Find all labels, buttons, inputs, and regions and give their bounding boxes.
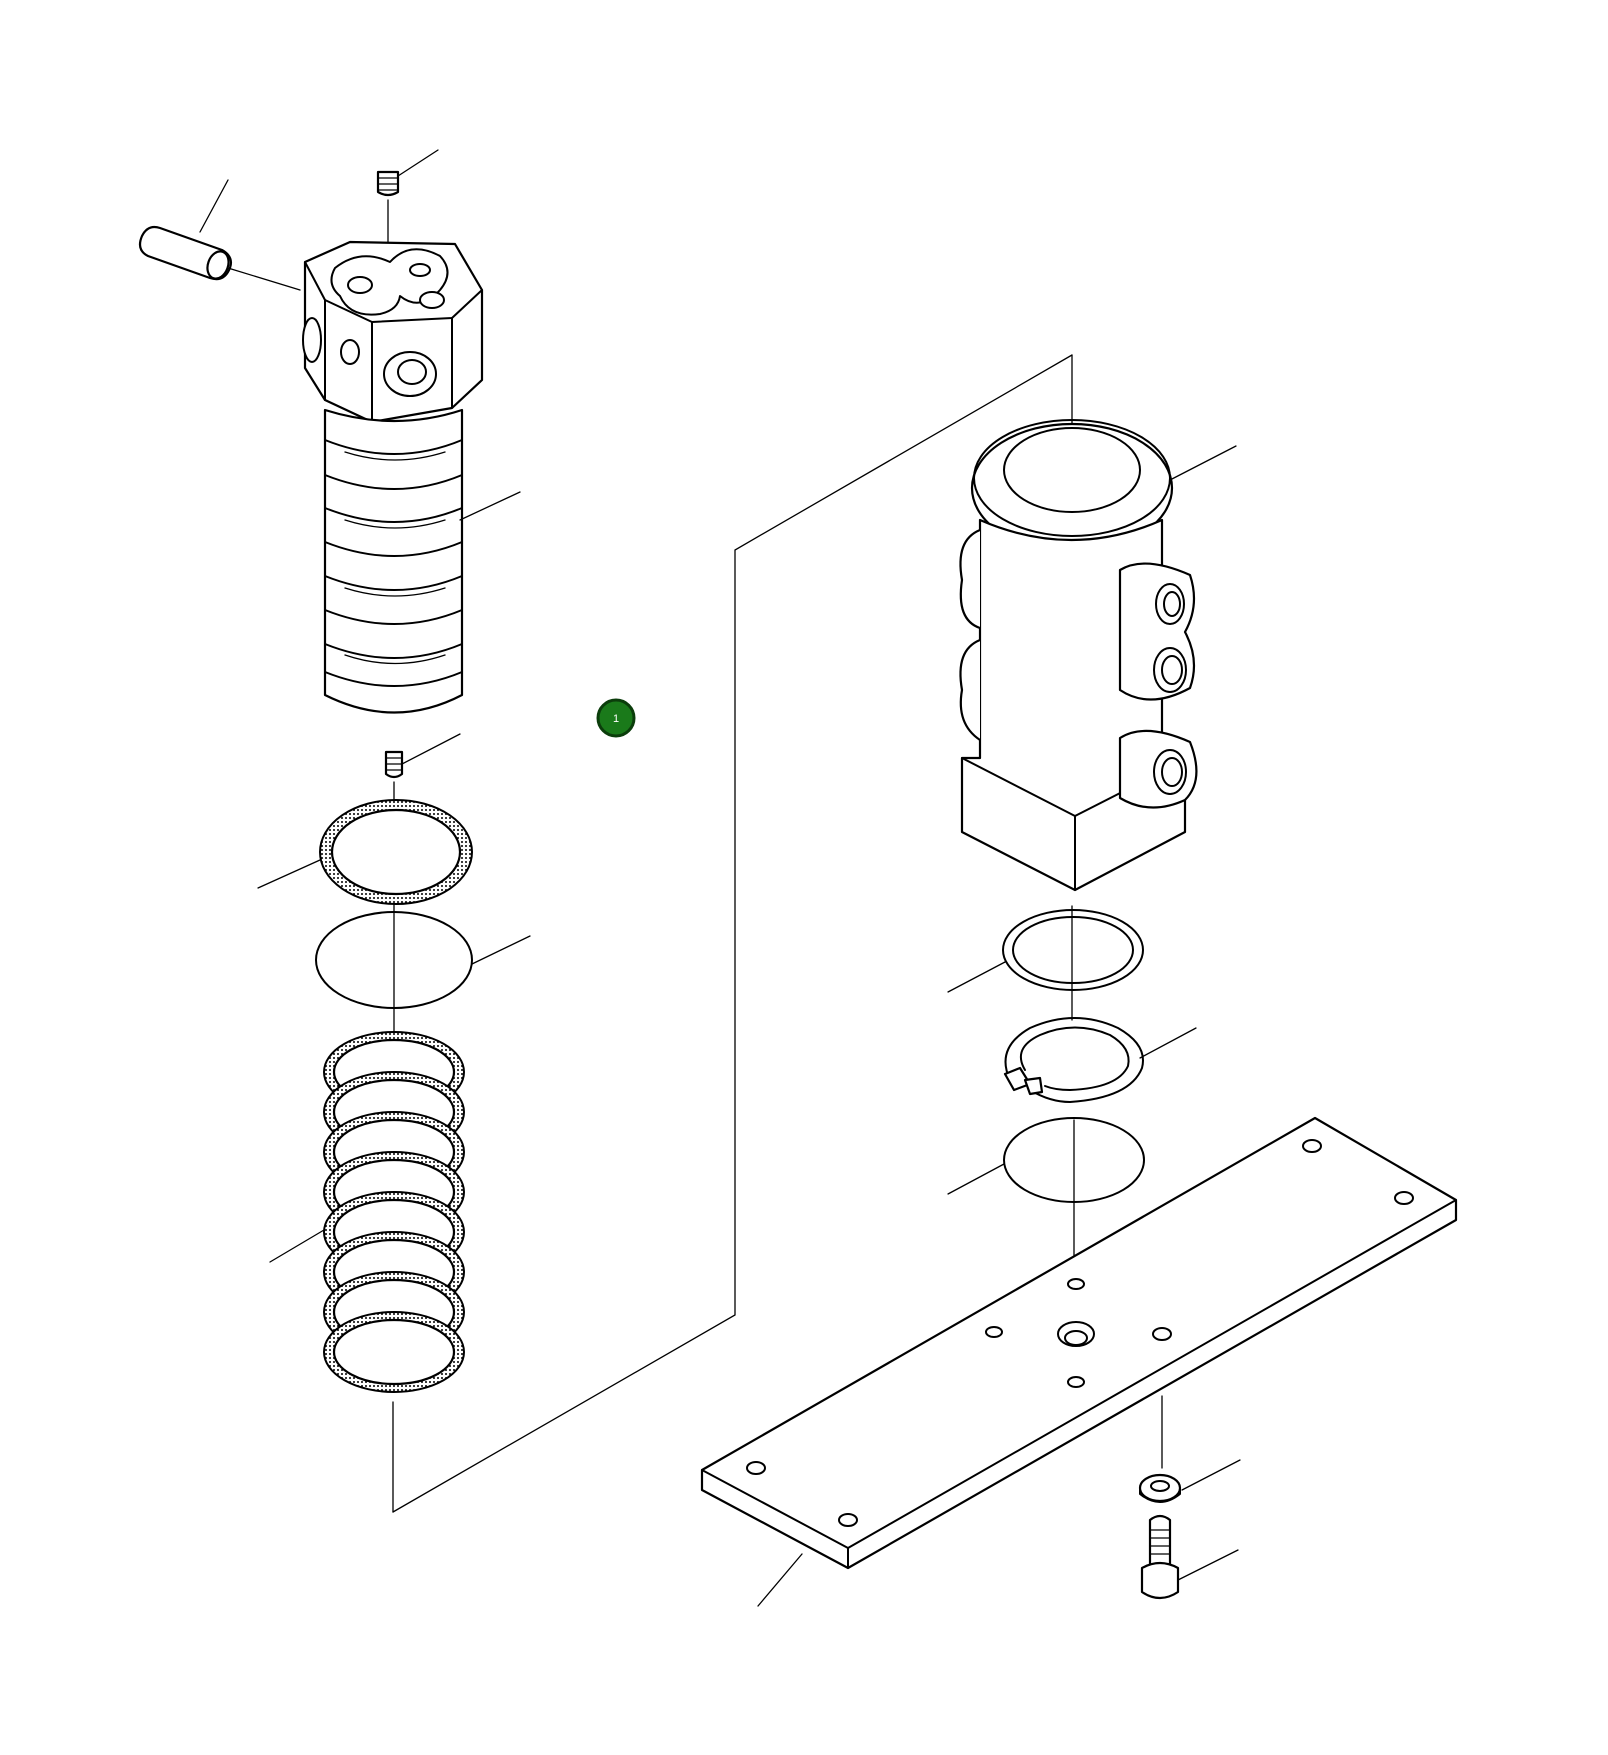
coil-spring — [269, 1031, 465, 1393]
hotspot-marker-1[interactable]: 1 — [596, 698, 636, 738]
o-ring-left — [315, 911, 531, 1009]
base-plate — [700, 1116, 1458, 1607]
washer — [1138, 1459, 1241, 1503]
spool-body — [323, 408, 521, 714]
spool-head-block — [302, 240, 484, 424]
hatched-seal-ring — [257, 799, 473, 905]
circlip — [1003, 1017, 1197, 1103]
valve-housing — [959, 419, 1237, 892]
dowel-pin — [138, 179, 301, 291]
retaining-ring — [947, 905, 1144, 1021]
cap-screw — [1140, 1514, 1239, 1600]
hotspot-label: 1 — [613, 713, 619, 725]
